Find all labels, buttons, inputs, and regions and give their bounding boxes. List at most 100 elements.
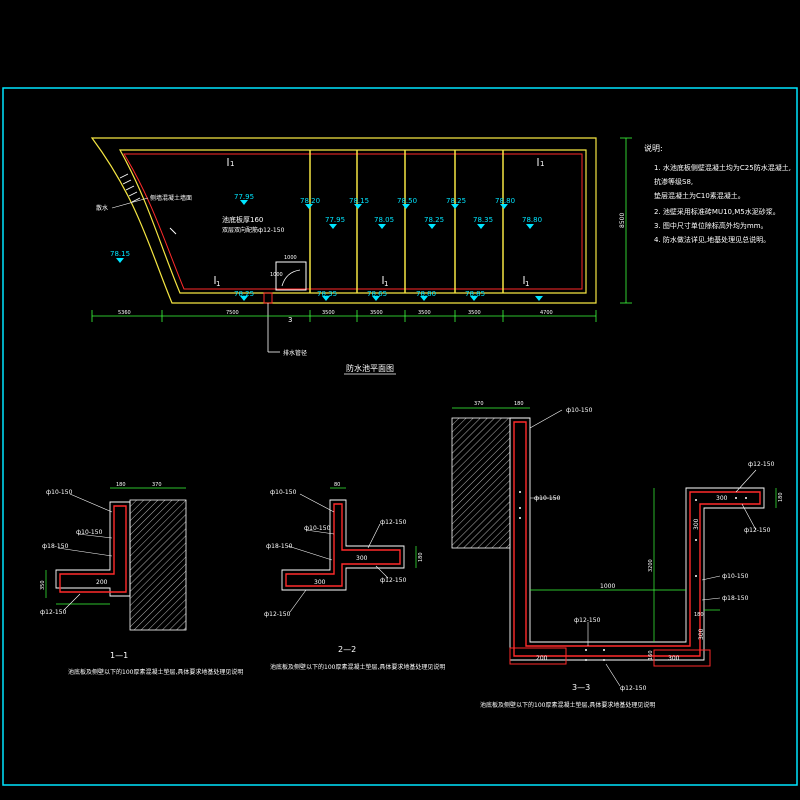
- elevation-top-4: 78.25: [446, 197, 466, 205]
- s1-d1: 200: [96, 579, 108, 586]
- elevation-bottom-1: 78.35: [317, 290, 337, 298]
- plan-rebar-line: [123, 153, 583, 290]
- s3-width: 1000: [600, 583, 615, 590]
- slab-note-line2: 双层双向配筋ф12-150: [222, 226, 285, 234]
- elevation-top-3: 78.50: [397, 197, 417, 205]
- section-3-3: [451, 407, 777, 687]
- elevation-top-5: 78.80: [495, 197, 515, 205]
- section-mark-0: 1: [230, 160, 234, 168]
- elevation-mid-1: 78.05: [374, 216, 394, 224]
- section-mark-4: 1: [540, 160, 544, 168]
- s3-300c: 300: [698, 628, 705, 640]
- s2-rebar-4: ф12-150: [380, 519, 407, 526]
- s1-rebar-2: ф10-150: [76, 529, 103, 536]
- bottom-dim-6: 4700: [540, 310, 553, 316]
- bottom-dim-3: 3500: [370, 310, 383, 316]
- elevation-markers: [116, 200, 543, 301]
- notes-line6: 4. 防水做法详见,地基处理见总说明。: [654, 235, 770, 244]
- pit-dim-v: 1000: [270, 272, 283, 278]
- s3-wall: [509, 417, 765, 661]
- s3-300b: 300: [693, 518, 700, 530]
- elevation-mid-0: 77.95: [325, 216, 345, 224]
- section-2-2: [281, 487, 417, 613]
- compartment-walls: [309, 150, 504, 293]
- s1-rebar-1: ф10-150: [46, 489, 73, 496]
- bottom-dim-0: 5360: [118, 310, 131, 316]
- notes-line4: 2. 池壁采用标准砖MU10,M5水泥砂浆。: [654, 207, 780, 216]
- pit-dim: 1000: [284, 255, 297, 261]
- s2-rebar: [285, 503, 401, 587]
- s3-title: 3—3: [572, 683, 590, 692]
- s3-rebar-5: ф10-150: [722, 573, 749, 580]
- s3-rebar-8: ф12-150: [620, 685, 647, 692]
- s3-rebar-1: ф10-150: [566, 407, 593, 414]
- s3-160: 160: [648, 650, 654, 660]
- section-1-1: [45, 487, 187, 631]
- slab-note-line1: 池底板厚160: [222, 215, 263, 224]
- section-mark-3: 1: [525, 280, 529, 288]
- s3-caption: 池底板及侧壁以下的100厚素混凝土垫层,具体要求地基处理见说明: [480, 701, 655, 709]
- plan-title: 防水池平面图: [346, 363, 394, 373]
- s1-dim-180: 180: [116, 482, 126, 488]
- s2-rebar-5: ф12-150: [380, 577, 407, 584]
- s3-rebar-6: ф18-150: [722, 595, 749, 602]
- s1-rebar: [59, 505, 127, 593]
- bottom-dimension-line: [91, 310, 597, 322]
- s2-caption: 池底板及侧壁以下的100厚素混凝土垫层,具体要求地基处理见说明: [270, 663, 445, 671]
- plan-outer-boundary: [90, 137, 597, 304]
- leader-a-label: 散水: [96, 204, 108, 212]
- s3-180v: 180: [778, 492, 784, 502]
- s2-rebar-1: ф10-150: [270, 489, 297, 496]
- s3-rebar-7: ф12-150: [574, 617, 601, 624]
- s3-dim-180: 180: [514, 401, 524, 407]
- elevation-bottom-3: 78.80: [416, 290, 436, 298]
- notes-line5: 3. 图中尺寸单位除标高外均为mm。: [654, 221, 768, 230]
- leader-b-label: 侧墙混凝土墙面: [150, 194, 192, 202]
- s2-title: 2—2: [338, 645, 356, 654]
- section-mark-bottom: 3: [288, 316, 292, 324]
- right-dimension-line: [620, 137, 632, 304]
- elevation-top-2: 78.15: [349, 197, 369, 205]
- s1-title: 1—1: [110, 651, 128, 660]
- section-mark-1: 1: [216, 280, 220, 288]
- s1-wall: [55, 501, 131, 597]
- s1-caption: 池底板及侧壁以下的100厚素混凝土垫层,具体要求地基处理见说明: [68, 668, 243, 676]
- plan-view: [90, 137, 632, 353]
- section-mark-2: 1: [384, 280, 388, 288]
- elevation-left: 78.15: [110, 250, 130, 258]
- plan-inner-boundary: [118, 149, 587, 294]
- s3-rebar-3: ф12-150: [748, 461, 775, 468]
- s2-d2: 300: [314, 579, 326, 586]
- elevation-bottom-0: 78.25: [234, 290, 254, 298]
- s1-rebar-4: ф12-150: [40, 609, 67, 616]
- notes-block: 说明: 1. 水池底板侧壁混凝土均为C25防水混凝土, 抗渗等级S8, 垫层混凝…: [644, 143, 791, 244]
- elevation-mid-2: 78.25: [424, 216, 444, 224]
- elevation-mid-4: 78.80: [522, 216, 542, 224]
- total-height-dim: 8500: [619, 213, 626, 228]
- s3-dim-370: 370: [474, 401, 484, 407]
- notes-line2: 抗渗等级S8,: [654, 177, 693, 186]
- s1-soil-hatch: [129, 499, 187, 631]
- bottom-dim-5: 3500: [468, 310, 481, 316]
- bottom-dim-1: 7500: [226, 310, 239, 316]
- elevation-bottom-2: 78.65: [367, 290, 387, 298]
- ramp-hatch: [119, 173, 141, 203]
- notes-line1: 1. 水池底板侧壁混凝土均为C25防水混凝土,: [654, 163, 791, 172]
- s3-300a: 300: [716, 495, 728, 502]
- drain-pit: [275, 261, 307, 291]
- drawing-frame: [2, 87, 798, 786]
- elevation-mid-3: 78.35: [473, 216, 493, 224]
- elevation-bottom-4: 78.85: [465, 290, 485, 298]
- s2-dim-80: 80: [334, 482, 340, 488]
- bottom-dim-2: 3500: [322, 310, 335, 316]
- s3-300d: 300: [668, 655, 680, 662]
- s1-v1: 350: [40, 580, 46, 590]
- s2-rebar-2: ф10-150: [304, 525, 331, 532]
- elevation-top-0: 77.95: [234, 193, 254, 201]
- s3-soil-hatch: [451, 417, 511, 549]
- s2-rebar-6: ф12-150: [264, 611, 291, 618]
- drain-label: 排水管径: [283, 349, 307, 357]
- notes-heading: 说明:: [644, 143, 663, 153]
- s2-wall: [281, 499, 405, 591]
